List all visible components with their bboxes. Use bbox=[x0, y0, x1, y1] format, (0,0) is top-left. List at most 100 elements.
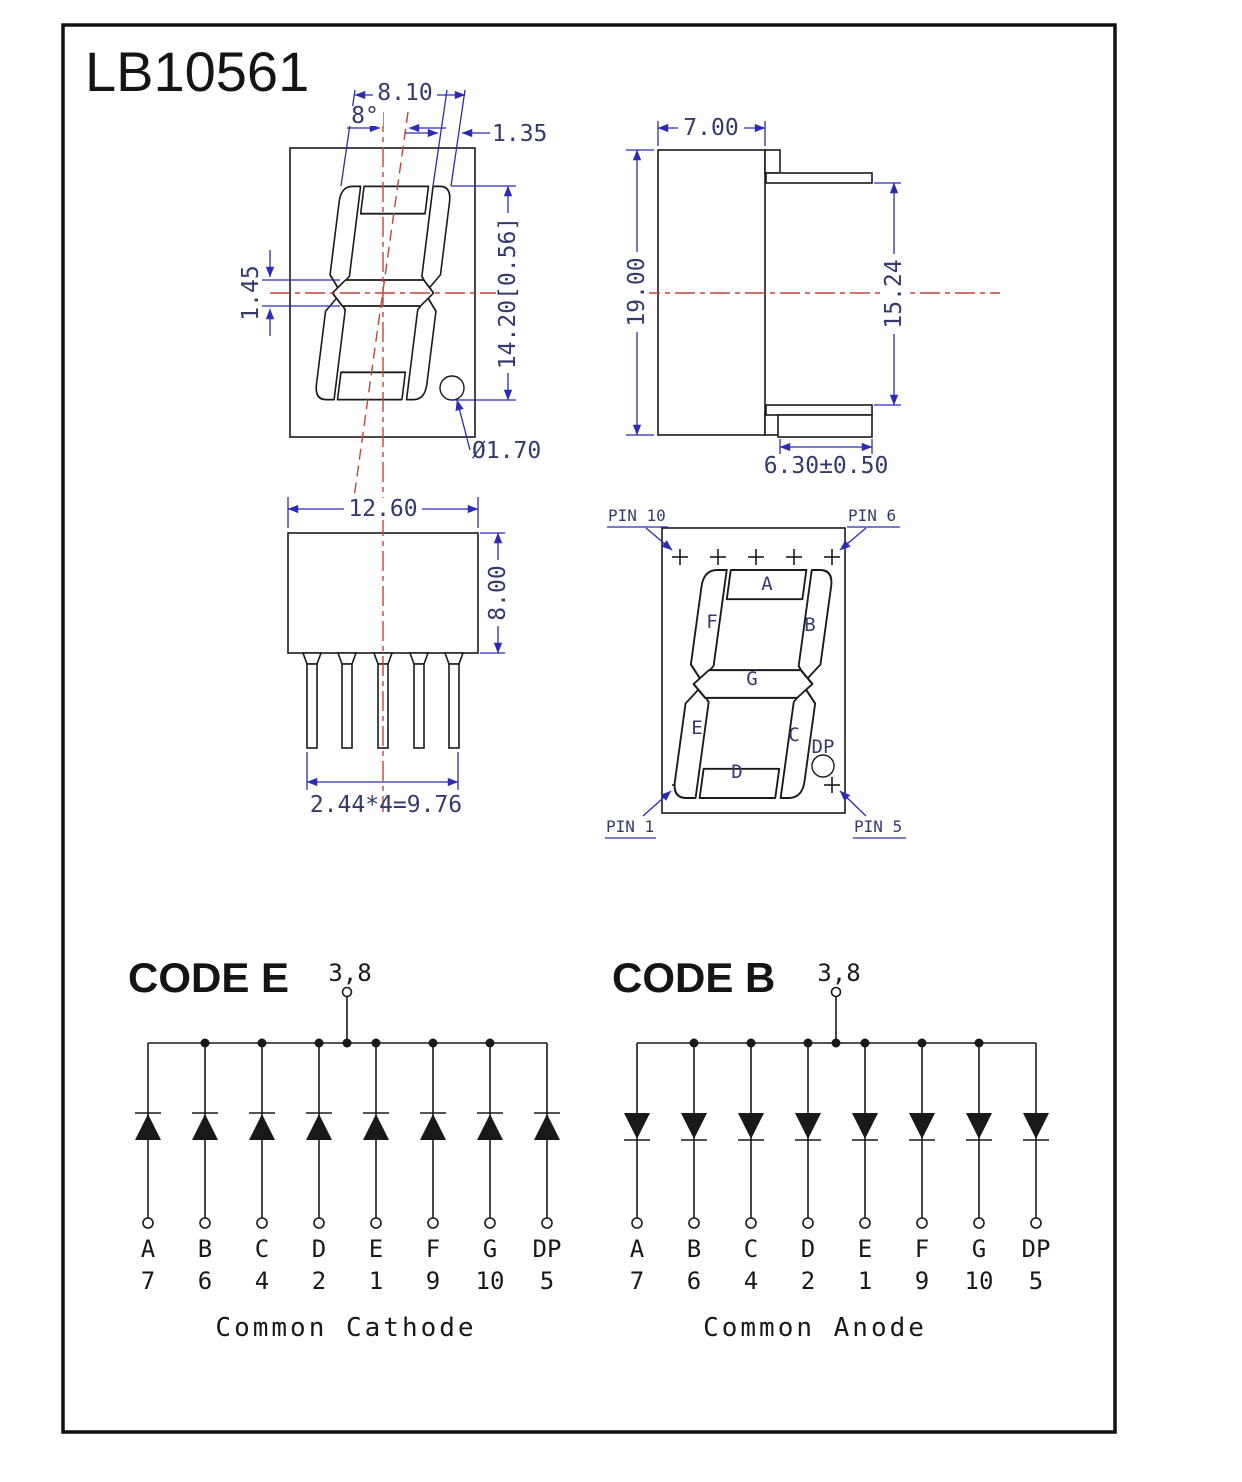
side-view: 7.00 19.00 15.24 6.30 bbox=[624, 115, 1000, 479]
code-e-pin-b: 6 bbox=[198, 1267, 212, 1295]
code-b-seg-d: D bbox=[801, 1235, 815, 1263]
segment-label-a: A bbox=[761, 573, 773, 595]
code-e-seg-b: B bbox=[198, 1235, 212, 1263]
code-e-common-terminal bbox=[341, 986, 353, 998]
code-b-segment-labels: A B C D E F G DP bbox=[630, 1235, 1051, 1263]
dim-base-depth-label: 6.30±0.50 bbox=[764, 453, 889, 479]
dim-segment-width-label: 1.35 bbox=[492, 121, 547, 147]
code-b-pin-c: 4 bbox=[744, 1267, 758, 1295]
code-e-seg-dp: DP bbox=[533, 1235, 562, 1263]
code-e-common-pins: 3,8 bbox=[328, 959, 371, 987]
code-e-pin-a: 7 bbox=[141, 1267, 155, 1295]
pin-callout-top-right: PIN 6 bbox=[839, 506, 900, 551]
code-e-connection-label: Common Cathode bbox=[215, 1313, 476, 1343]
code-e-seg-f: F bbox=[426, 1235, 440, 1263]
code-b-seg-c: C bbox=[744, 1235, 758, 1263]
segment-label-g: G bbox=[746, 668, 757, 690]
front-dp-circle bbox=[439, 375, 465, 401]
page-border bbox=[61, 23, 1117, 1434]
code-e-pin-d: 2 bbox=[312, 1267, 326, 1295]
dim-dp-diameter-label: Ø1.70 bbox=[472, 438, 541, 464]
code-e-seg-a: A bbox=[141, 1235, 156, 1263]
pinout-dp-circle bbox=[811, 754, 835, 778]
dim-digit-height-label: 14.20[0.56] bbox=[495, 217, 521, 369]
code-b-pin-dp: 5 bbox=[1029, 1267, 1043, 1295]
segment-label-d: D bbox=[731, 761, 742, 783]
code-e-pin-numbers: 7 6 4 2 1 9 10 5 bbox=[141, 1267, 554, 1295]
pin-10-label: PIN 10 bbox=[608, 506, 666, 525]
code-e-title: CODE E bbox=[128, 954, 289, 1001]
dim-total-height: 19.00 bbox=[624, 149, 654, 436]
dim-bottom-width-label: 12.60 bbox=[348, 496, 417, 522]
pin-callout-bottom-left: PIN 1 bbox=[605, 790, 672, 839]
dim-segment-width: 1.35 bbox=[405, 89, 547, 187]
code-b-connection-label: Common Anode bbox=[703, 1313, 927, 1343]
pin-callout-top-left: PIN 10 bbox=[607, 506, 673, 551]
pin-5-label: PIN 5 bbox=[854, 817, 902, 836]
dim-digit-height: 14.20[0.56] bbox=[451, 185, 521, 401]
segment-label-e: E bbox=[691, 717, 702, 739]
dim-tilt-angle-label: 8° bbox=[351, 103, 379, 129]
code-e-seg-e: E bbox=[369, 1235, 383, 1263]
dim-mid-segment-label: 1.45 bbox=[238, 265, 264, 320]
code-e-seg-c: C bbox=[255, 1235, 269, 1263]
code-e-pin-g: 10 bbox=[476, 1267, 505, 1295]
code-b-seg-e: E bbox=[858, 1235, 872, 1263]
dim-mid-segment: 1.45 bbox=[238, 250, 340, 336]
code-e-pin-f: 9 bbox=[426, 1267, 440, 1295]
side-top-flange bbox=[765, 172, 873, 184]
code-e-seg-d: D bbox=[312, 1235, 326, 1263]
code-e-pin-e: 1 bbox=[369, 1267, 383, 1295]
dim-panel-height-label: 15.24 bbox=[881, 259, 907, 328]
code-e-diodes bbox=[134, 1042, 561, 1229]
bottom-view: 12.60 8.00 2.44*4=9.76 bbox=[287, 496, 511, 818]
dim-digit-width-label: 8.10 bbox=[377, 80, 432, 106]
dim-body-depth: 7.00 bbox=[657, 115, 766, 146]
pin-6-label: PIN 6 bbox=[848, 506, 896, 525]
code-b-title: CODE B bbox=[612, 954, 775, 1001]
dim-bottom-width: 12.60 bbox=[287, 496, 479, 528]
code-e-segment-labels: A B C D E F G DP bbox=[141, 1235, 562, 1263]
segment-label-c: C bbox=[788, 724, 799, 746]
dim-dp-diameter: Ø1.70 bbox=[455, 399, 541, 464]
code-b-common-pins: 3,8 bbox=[817, 959, 860, 987]
code-b-seg-a: A bbox=[630, 1235, 645, 1263]
code-b-pin-f: 9 bbox=[915, 1267, 929, 1295]
dim-tilt-angle: 8° bbox=[347, 103, 446, 133]
code-b-pin-b: 6 bbox=[687, 1267, 701, 1295]
code-b-seg-b: B bbox=[687, 1235, 701, 1263]
code-b-diodes bbox=[623, 1042, 1050, 1229]
part-number-title: LB10561 bbox=[85, 40, 309, 103]
dim-body-depth-label: 7.00 bbox=[683, 115, 738, 141]
side-base-block bbox=[777, 414, 873, 438]
dim-digit-width: 8.10 bbox=[340, 80, 466, 187]
dim-bottom-depth-label: 8.00 bbox=[485, 565, 511, 620]
code-e-pin-dp: 5 bbox=[540, 1267, 554, 1295]
dim-total-height-label: 19.00 bbox=[624, 257, 650, 326]
code-b-pin-g: 10 bbox=[965, 1267, 994, 1295]
front-tilt-axis bbox=[352, 111, 409, 506]
code-b-seg-g: G bbox=[972, 1235, 986, 1263]
pin-1-label: PIN 1 bbox=[606, 817, 654, 836]
dim-bottom-depth: 8.00 bbox=[480, 532, 511, 654]
code-b-pin-a: 7 bbox=[630, 1267, 644, 1295]
dim-pin-pitch: 2.44*4=9.76 bbox=[306, 752, 462, 818]
circuit-code-e: CODE E 3,8 A B C D E F G DP 7 6 4 2 1 bbox=[128, 954, 561, 1343]
pinout-view: A F B G E C D DP PIN 10 PIN 6 PIN 1 PIN … bbox=[605, 506, 906, 839]
code-b-seg-f: F bbox=[915, 1235, 929, 1263]
side-bottom-flange bbox=[765, 404, 873, 416]
segment-label-b: B bbox=[804, 614, 815, 636]
code-b-pin-d: 2 bbox=[801, 1267, 815, 1295]
front-view: 8.10 8° 1.35 1.45 bbox=[238, 80, 547, 508]
code-b-pin-e: 1 bbox=[858, 1267, 872, 1295]
side-top-step bbox=[764, 149, 781, 174]
segment-label-f: F bbox=[706, 611, 717, 633]
code-e-seg-g: G bbox=[483, 1235, 497, 1263]
dim-pin-pitch-label: 2.44*4=9.76 bbox=[310, 792, 462, 818]
segment-label-dp: DP bbox=[812, 736, 835, 758]
dim-panel-height: 15.24 bbox=[874, 182, 907, 406]
code-e-pin-c: 4 bbox=[255, 1267, 269, 1295]
pin-callout-bottom-right: PIN 5 bbox=[839, 790, 906, 839]
